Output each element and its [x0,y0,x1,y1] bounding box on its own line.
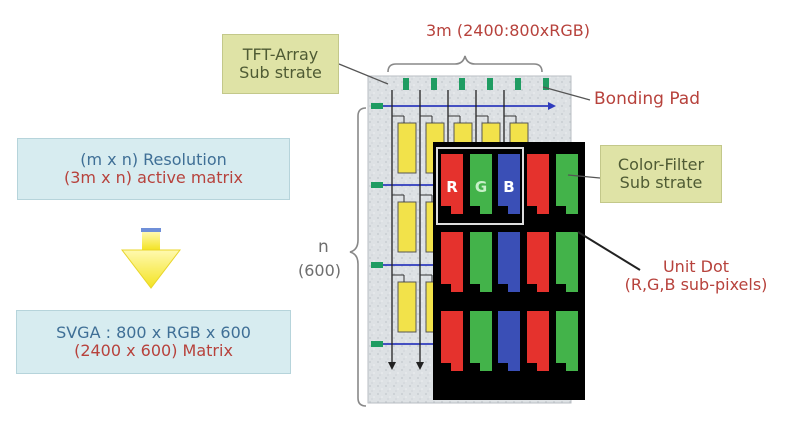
tft-cell [397,122,417,174]
bonding-pad [371,262,383,268]
color-filter-label-line1: Color-Filter [617,154,705,174]
resolution-line1: (m x n) Resolution [80,149,227,169]
subpixel [556,311,578,371]
subpixel [470,232,492,292]
down-arrow-icon [120,228,182,289]
subpixel [498,311,520,371]
tft-array-leader [338,63,389,85]
subpixel-r-label: R [446,178,458,196]
subpixel [441,232,463,292]
bonding-pad [515,78,521,90]
subpixel [470,154,492,214]
unit-dot-line1: Unit Dot [662,257,730,276]
color-filter-label-line2: Sub strate [619,173,703,192]
subpixel [556,232,578,292]
bonding-pad [371,103,383,109]
subpixel [498,154,520,214]
subpixel [441,154,463,214]
height-brace [349,107,367,407]
color-filter-leader [567,174,601,179]
tft-array-substrate-label: TFT-Array Sub strate [222,34,339,94]
unit-dot-outline [436,147,524,225]
resolution-line2: (3m x n) active matrix [64,168,243,187]
tft-cell [397,281,417,333]
arrow-head-icon [548,102,556,110]
bonding-pad-label: Bonding Pad [594,89,701,109]
tft-cell [397,201,417,253]
subpixel-g-label: G [475,178,487,196]
resolution-box: (m x n) Resolution (3m x n) active matri… [17,138,290,200]
subpixel-b-label: B [503,178,514,196]
arrow-head-icon [388,362,396,370]
svga-line2: (2400 x 600) Matrix [74,341,233,360]
bonding-pad [487,78,493,90]
subpixel [498,232,520,292]
unit-dot-line2: (R,G,B sub-pixels) [624,275,768,295]
bonding-pad [403,78,409,90]
bonding-pad [543,78,549,90]
width-brace [387,55,543,73]
bonding-pad-leader [542,86,591,101]
n-dimension-label: n [318,237,329,257]
subpixel [441,311,463,371]
n-dimension-value: (600) [298,261,342,280]
bonding-pad [371,182,383,188]
bonding-pad [371,341,383,347]
width-dimension-label: 3m (2400:800xRGB) [426,21,590,40]
tft-array-label-line2: Sub strate [239,63,322,82]
color-filter-substrate-label: Color-Filter Sub strate [600,145,722,203]
bonding-pad [431,78,437,90]
unit-dot-leader [577,231,641,271]
subpixel [527,154,549,214]
subpixel [556,154,578,214]
unit-dot-label: Unit Dot (R,G,B sub-pixels) [612,257,780,295]
svga-box: SVGA : 800 x RGB x 600 (2400 x 600) Matr… [16,310,291,374]
svga-line1: SVGA : 800 x RGB x 600 [56,322,251,342]
tft-array-label-line1: TFT-Array [242,44,319,64]
bonding-pad [459,78,465,90]
subpixel [470,311,492,371]
subpixel [527,232,549,292]
subpixel [527,311,549,371]
arrow-head-icon [416,362,424,370]
